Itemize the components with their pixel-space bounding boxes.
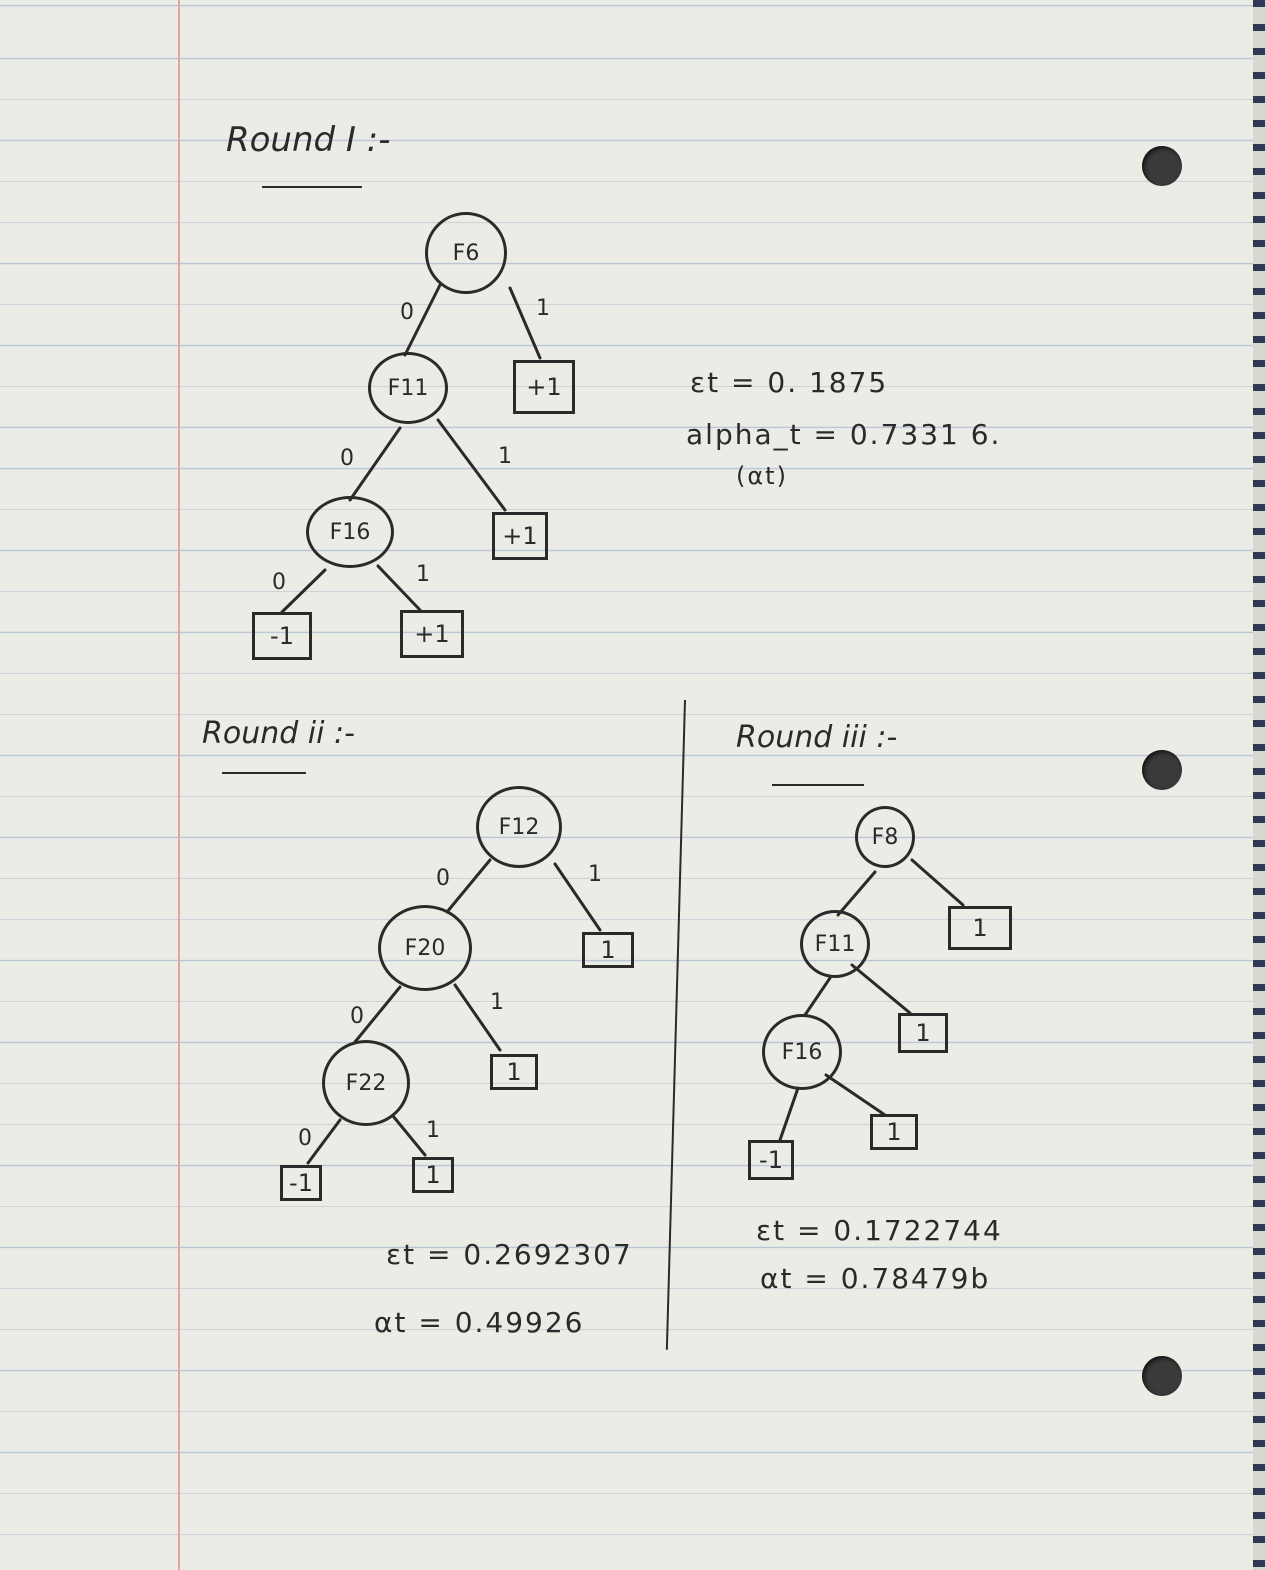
edge: [348, 426, 402, 502]
round-3-title: Round iii :-: [736, 720, 898, 755]
edge-label: 0: [350, 1004, 364, 1029]
edge: [306, 1118, 342, 1165]
edge: [445, 858, 492, 914]
round-2-epsilon: εt = 0.2692307: [386, 1238, 633, 1271]
round-2-title: Round ii :-: [202, 716, 355, 751]
punch-hole: [1142, 1356, 1182, 1396]
round-3-epsilon: εt = 0.1722744: [756, 1214, 1003, 1247]
tree-node: F6: [425, 212, 507, 294]
edge: [910, 858, 965, 907]
edge-label: 1: [490, 990, 504, 1015]
edge: [353, 985, 402, 1044]
edge-label: 0: [272, 570, 286, 595]
round-3-underline: [772, 784, 864, 786]
tree-node: F16: [762, 1014, 842, 1090]
edge: [836, 870, 877, 917]
edge: [280, 568, 327, 614]
edge: [553, 862, 602, 932]
edge: [453, 983, 502, 1052]
tree-node: F11: [800, 910, 870, 978]
edge: [403, 283, 442, 357]
tree-leaf: -1: [748, 1140, 794, 1180]
tree-node: F22: [322, 1040, 410, 1126]
edge: [778, 1086, 800, 1142]
edge-label: 1: [416, 562, 430, 587]
tree-node: F16: [306, 496, 394, 568]
edge-label: 0: [340, 446, 354, 471]
edge-label: 0: [400, 300, 414, 325]
punch-hole: [1142, 146, 1182, 186]
tree-leaf: 1: [870, 1114, 918, 1150]
edge-label: 0: [298, 1126, 312, 1151]
edge: [850, 963, 912, 1015]
tree-leaf: 1: [582, 932, 634, 968]
round-2-underline: [222, 772, 306, 774]
edge: [436, 418, 507, 512]
edge: [391, 1114, 427, 1157]
round-1-alpha-symbol: (αt): [736, 462, 788, 490]
round-1-epsilon: εt = 0. 1875: [690, 366, 889, 399]
tree-node: F12: [476, 786, 562, 868]
edge-label: 1: [498, 444, 512, 469]
edge: [824, 1073, 887, 1117]
edge-label: 1: [536, 296, 550, 321]
tree-leaf: 1: [898, 1013, 948, 1053]
edge: [376, 564, 422, 612]
tree-leaf: -1: [252, 612, 312, 660]
tree-leaf: 1: [948, 906, 1012, 950]
edge-label: 1: [588, 862, 602, 887]
round-3-alpha: αt = 0.78479b: [760, 1262, 991, 1295]
round-2-alpha: αt = 0.49926: [374, 1306, 585, 1339]
edge: [508, 286, 542, 360]
tree-leaf: 1: [490, 1054, 538, 1090]
spiral-binding: [1253, 0, 1265, 1570]
tree-node: F11: [368, 352, 448, 424]
margin-line: [178, 0, 180, 1570]
round-1-title: Round I :-: [226, 120, 391, 160]
round-1-alpha: alpha_t = 0.7331 6.: [686, 418, 1002, 451]
edge: [803, 976, 832, 1017]
tree-leaf: +1: [492, 512, 548, 560]
tree-leaf: 1: [412, 1157, 454, 1193]
tree-node: F20: [378, 905, 472, 991]
edge-label: 0: [436, 866, 450, 891]
edge-label: 1: [426, 1118, 440, 1143]
tree-leaf: +1: [513, 360, 575, 414]
tree-leaf: -1: [280, 1165, 322, 1201]
tree-node: F8: [855, 806, 915, 868]
tree-leaf: +1: [400, 610, 464, 658]
punch-hole: [1142, 750, 1182, 790]
round-1-underline: [262, 186, 362, 188]
